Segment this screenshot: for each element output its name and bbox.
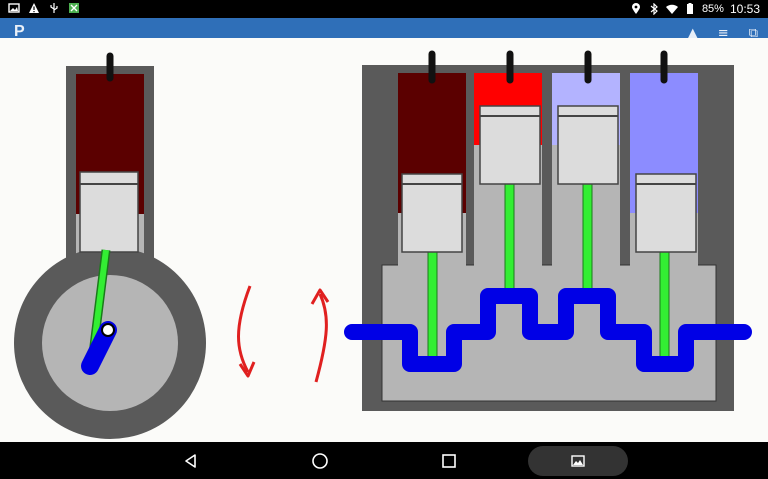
app-actions: ▲ ≡ ⧉ <box>688 26 758 41</box>
app-icon <box>69 3 79 13</box>
single-cylinder-engine <box>14 52 206 439</box>
action-up-icon[interactable]: ▲ <box>687 26 698 41</box>
home-icon <box>312 453 328 469</box>
status-time: 10:53 <box>729 2 760 16</box>
cylinder-1-rod <box>427 249 438 363</box>
cylinder-2-piston <box>479 105 541 185</box>
back-button[interactable] <box>178 448 204 474</box>
arrow-up-head <box>310 288 330 305</box>
screenshot-button[interactable] <box>528 446 628 476</box>
bluetooth-icon <box>650 3 658 15</box>
cylinder-3-piston <box>557 105 619 185</box>
piston <box>79 171 139 253</box>
action-window-icon[interactable]: ⧉ <box>748 26 758 41</box>
arrow-down-head <box>238 361 256 378</box>
status-right-icons: 85% 10:53 <box>630 2 760 16</box>
arrow-up-curve <box>314 293 328 383</box>
image-icon <box>8 3 20 13</box>
back-icon <box>185 454 196 468</box>
wifi-icon <box>665 4 678 14</box>
status-left-icons <box>8 2 80 14</box>
crank-pin <box>101 323 115 337</box>
app-title: P <box>14 23 25 40</box>
usb-icon <box>50 3 58 13</box>
cylinder-4-piston <box>635 173 697 253</box>
location-icon <box>631 3 640 14</box>
recents-icon <box>442 454 456 468</box>
home-button[interactable] <box>307 448 333 474</box>
cylinder-1-piston <box>401 173 463 253</box>
cylinder-3-rod <box>582 181 593 297</box>
battery-icon <box>686 3 693 14</box>
inline-four-engine <box>344 50 752 411</box>
rotation-arrows <box>237 285 330 383</box>
status-bar: 85% 10:53 <box>0 0 768 18</box>
warning-icon <box>29 3 39 13</box>
engine-diagram <box>0 38 768 442</box>
recents-button[interactable] <box>436 448 462 474</box>
arrow-down-curve <box>237 285 252 373</box>
cylinder-4-rod <box>659 249 670 363</box>
action-menu-icon[interactable]: ≡ <box>717 26 729 41</box>
battery-level: 85% <box>701 3 724 15</box>
crankshaft <box>344 288 752 372</box>
navigation-bar <box>0 442 768 479</box>
screenshot-icon <box>571 455 585 467</box>
cylinder-2-rod <box>504 181 515 297</box>
